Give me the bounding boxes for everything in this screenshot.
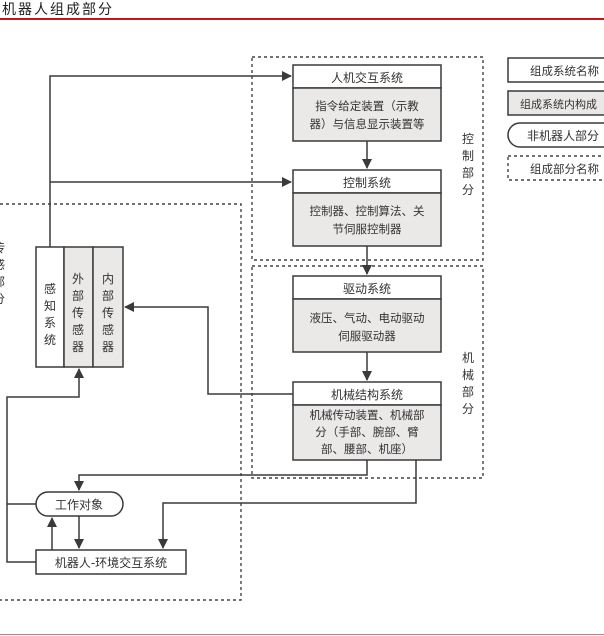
mechanical-system-box: 机械结构系统 机械传动装置、机械部 分（手部、腕部、臂 部、腰部、机座） <box>292 381 442 461</box>
arrow-sensing-to-hmi <box>49 71 292 247</box>
label-char: 部 <box>462 384 474 399</box>
legend-label: 组成部分名称 <box>530 162 599 176</box>
control-system-content-line: 节伺服控制器 <box>333 222 402 236</box>
mechanical-system-name: 机械结构系统 <box>331 387 403 402</box>
mechanical-system-content-line: 机械传动装置、机械部 <box>310 408 425 422</box>
sensing-system-name: 感 知 系 统 <box>44 281 56 347</box>
label-char: 器 <box>72 340 84 354</box>
label-char: 感 <box>0 257 5 272</box>
external-sensor-label: 外 部 传 感 器 <box>72 272 84 354</box>
robot-env-system-name: 机器人-环境交互系统 <box>55 555 167 570</box>
label-char: 统 <box>44 333 56 347</box>
legend-item-part-name: 组成部分名称 <box>507 155 604 181</box>
mechanical-part-label: 机 械 部 分 <box>462 351 474 416</box>
label-char: 传 <box>72 305 84 320</box>
drive-system-name: 驱动系统 <box>343 282 391 296</box>
label-char: 部 <box>102 288 114 303</box>
control-part-group <box>251 56 484 261</box>
legend: 组成系统名称 组成系统内构成 非机器人部分 组成部分名称 <box>507 57 604 181</box>
control-system-content-line: 控制器、控制算法、关 <box>310 204 425 218</box>
label-char: 系 <box>44 316 56 330</box>
legend-label: 非机器人部分 <box>527 128 599 143</box>
label-char: 感 <box>102 322 114 337</box>
sensing-system-block: 感 知 系 统 外 部 传 感 器 内 部 传 感 器 <box>35 246 124 368</box>
robot-env-system-box: 机器人-环境交互系统 <box>35 549 187 575</box>
control-part-label: 控 制 部 分 <box>462 132 474 197</box>
label-char: 控 <box>462 132 474 146</box>
work-object-box: 工作对象 <box>35 491 124 517</box>
legend-item-system-content: 组成系统内构成 <box>507 90 604 116</box>
mechanical-system-content-line: 部、腰部、机座） <box>321 442 413 456</box>
drive-system-content-line: 液压、气动、电动驱动 <box>310 311 425 325</box>
control-system-box: 控制系统 控制器、控制算法、关 节伺服控制器 <box>292 169 442 247</box>
bottom-rule <box>0 634 604 635</box>
label-char: 知 <box>44 299 56 313</box>
mechanical-system-content-line: 分（手部、腕部、臂 <box>315 425 419 439</box>
control-system-name: 控制系统 <box>343 176 391 190</box>
label-char: 感 <box>44 281 56 296</box>
legend-item-system-name: 组成系统名称 <box>507 57 604 83</box>
legend-label: 组成系统名称 <box>530 64 599 78</box>
arrow-mech-to-internal-sensor <box>124 302 293 395</box>
label-char: 部 <box>72 288 84 303</box>
label-char: 部 <box>0 274 5 289</box>
sensing-part-group <box>0 203 242 601</box>
label-char: 分 <box>0 292 5 306</box>
sensing-part-label: 传 感 部 分 <box>0 240 5 306</box>
hmi-system-box: 人机交互系统 指令给定装置（示教 器）与信息显示装置等 <box>292 64 442 142</box>
label-char: 机 <box>462 351 474 365</box>
label-char: 感 <box>72 322 84 337</box>
label-char: 分 <box>462 402 474 416</box>
arrow-env-to-external-sensor <box>6 368 84 563</box>
label-char: 器 <box>102 340 114 354</box>
work-object-name: 工作对象 <box>55 498 103 512</box>
figure-title: 机器人组成部分 <box>2 2 114 18</box>
label-char: 制 <box>462 149 474 163</box>
legend-item-non-robot: 非机器人部分 <box>507 122 604 148</box>
label-char: 分 <box>462 183 474 197</box>
internal-sensor-label: 内 部 传 感 器 <box>102 272 114 354</box>
hmi-system-content-line: 指令给定装置（示教 <box>315 99 419 113</box>
label-char: 内 <box>102 272 114 286</box>
label-char: 传 <box>102 305 114 320</box>
label-char: 械 <box>462 367 474 382</box>
arrow-mech-to-work-object <box>74 460 368 491</box>
title-rule <box>0 18 604 20</box>
label-char: 部 <box>462 165 474 180</box>
legend-label: 组成系统内构成 <box>520 97 597 111</box>
hmi-system-name: 人机交互系统 <box>331 70 403 85</box>
label-char: 外 <box>72 272 84 286</box>
arrow-mech-to-robot-env <box>158 460 417 549</box>
label-char: 传 <box>0 240 5 255</box>
drive-system-content-line: 伺服驱动器 <box>338 329 396 343</box>
hmi-system-content-line: 器）与信息显示装置等 <box>310 117 425 131</box>
drive-system-box: 驱动系统 液压、气动、电动驱动 伺服驱动器 <box>292 275 442 353</box>
